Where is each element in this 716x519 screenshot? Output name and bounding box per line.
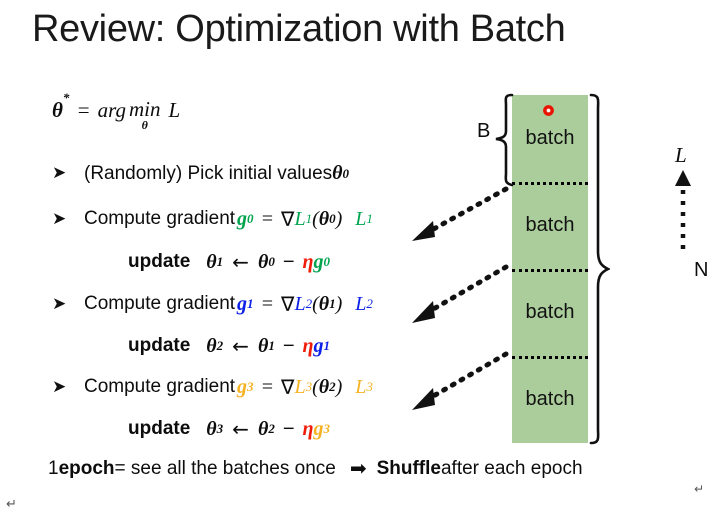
step-4-nabla-icon: ∇ [281, 375, 295, 399]
step-4-paren-close: ) [335, 375, 343, 398]
step-2-paren-open: ( [312, 207, 319, 230]
update-2-theta-old: θ [257, 334, 269, 357]
objective-loss: L [168, 98, 181, 122]
step-3-paren-close: ) [335, 292, 343, 315]
footer-suffix: after each epoch [440, 458, 583, 479]
step-4-grad: g [237, 375, 248, 398]
footer-shuffle-bold: Shuffle [376, 458, 441, 479]
batch-to-loss-arrow-3-icon [412, 351, 509, 410]
batch-cell-3: batch [525, 301, 575, 323]
step-3-text: Compute gradient [84, 293, 236, 314]
footer-epoch-bold: epoch [58, 458, 115, 479]
step-1-text: (Randomly) Pick initial values [84, 162, 333, 184]
dataset-size-brace [589, 93, 610, 445]
objective-arg: arg [97, 98, 126, 122]
step-3-loss: L [294, 292, 306, 315]
step-3-theta: θ [318, 292, 330, 315]
update-1-minus: − [282, 250, 295, 273]
footer-middle: = see all the batches once [114, 458, 336, 479]
step-2-grad: g [237, 207, 248, 230]
batch-cell-2: batch [525, 214, 575, 236]
step-2-paren-close: ) [335, 207, 343, 230]
update-3-minus: − [282, 417, 295, 440]
batch-cell-4: batch [525, 388, 575, 410]
step-3-equals: = [260, 292, 275, 315]
update-1-label: update [128, 251, 191, 272]
sample-marker-icon [543, 105, 554, 116]
step-3-tail-loss: L [355, 292, 367, 315]
update-2-arrow-icon: ← [232, 334, 249, 358]
batch-divider-2 [512, 269, 588, 272]
step-2-loss: L [294, 207, 306, 230]
footer-caption: 1 epoch = see all the batches once ➡ Shu… [48, 458, 583, 480]
update-1-arrow-icon: ← [232, 250, 249, 274]
batch-column: batch batch batch batch [512, 95, 588, 443]
batch-divider-3 [512, 356, 588, 359]
step-2-theta: θ [318, 207, 330, 230]
update-3-label: update [128, 418, 191, 439]
update-2-minus: − [282, 334, 295, 357]
update-3-arrow-icon: ← [232, 417, 249, 441]
objective-argmin: min θ [129, 97, 161, 132]
step-1-theta: θ [332, 162, 343, 184]
step-4-loss: L [294, 375, 306, 398]
batch-size-brace [495, 93, 514, 187]
batch-cell-1: batch [525, 127, 575, 149]
update-2-label: update [128, 335, 191, 356]
update-2-grad: g [313, 334, 324, 357]
footer-prefix: 1 [48, 458, 59, 479]
objective-equals: = [76, 98, 91, 122]
update-3-theta-new: θ [206, 417, 217, 440]
dataset-size-label: N [694, 259, 709, 281]
paragraph-mark: ↵ [6, 496, 17, 511]
paragraph-mark-footer: ↵ [694, 482, 705, 496]
loss-axis-arrow-icon [675, 170, 691, 256]
step-3-grad: g [237, 292, 248, 315]
batch-divider-1 [512, 182, 588, 185]
bullet-chevron-icon: ➤ [52, 163, 67, 183]
step-3-nabla-icon: ∇ [281, 292, 295, 316]
objective-min: min [129, 97, 161, 121]
step-2-nabla-icon: ∇ [281, 207, 295, 231]
step-4-tail-loss: L [355, 375, 367, 398]
step-4-equals: = [260, 375, 275, 398]
update-1-theta-new: θ [206, 250, 217, 273]
update-2-eta: η [302, 334, 314, 357]
step-4-text: Compute gradient [84, 376, 236, 397]
loss-axis-label: L [675, 143, 687, 167]
step-4-paren-open: ( [312, 375, 319, 398]
page-title: Review: Optimization with Batch [32, 8, 566, 50]
footer-arrow-icon: ➡ [349, 458, 367, 480]
objective-theta: θ [52, 98, 63, 122]
step-2-text: Compute gradient [84, 208, 236, 229]
update-1-eta: η [302, 250, 314, 273]
step-2-tail-loss: L [355, 207, 367, 230]
update-1-theta-old: θ [257, 250, 269, 273]
update-3-eta: η [302, 417, 314, 440]
step-2-equals: = [260, 207, 275, 230]
update-2-theta-new: θ [206, 334, 217, 357]
batch-size-label: B [477, 120, 491, 142]
update-1-grad: g [313, 250, 324, 273]
bullet-chevron-icon: ➤ [52, 208, 67, 229]
objective-min-subscript: θ [141, 118, 148, 132]
bullet-chevron-icon: ➤ [52, 376, 67, 397]
batch-to-loss-arrow-2-icon [412, 264, 509, 323]
update-3-theta-old: θ [257, 417, 269, 440]
update-3-grad: g [313, 417, 324, 440]
objective-formula: θ* = arg min θ L [52, 90, 181, 132]
batch-to-loss-arrow-1-icon [412, 186, 509, 241]
step-4-theta: θ [318, 375, 330, 398]
step-3-paren-open: ( [312, 292, 319, 315]
bullet-chevron-icon: ➤ [52, 293, 67, 314]
